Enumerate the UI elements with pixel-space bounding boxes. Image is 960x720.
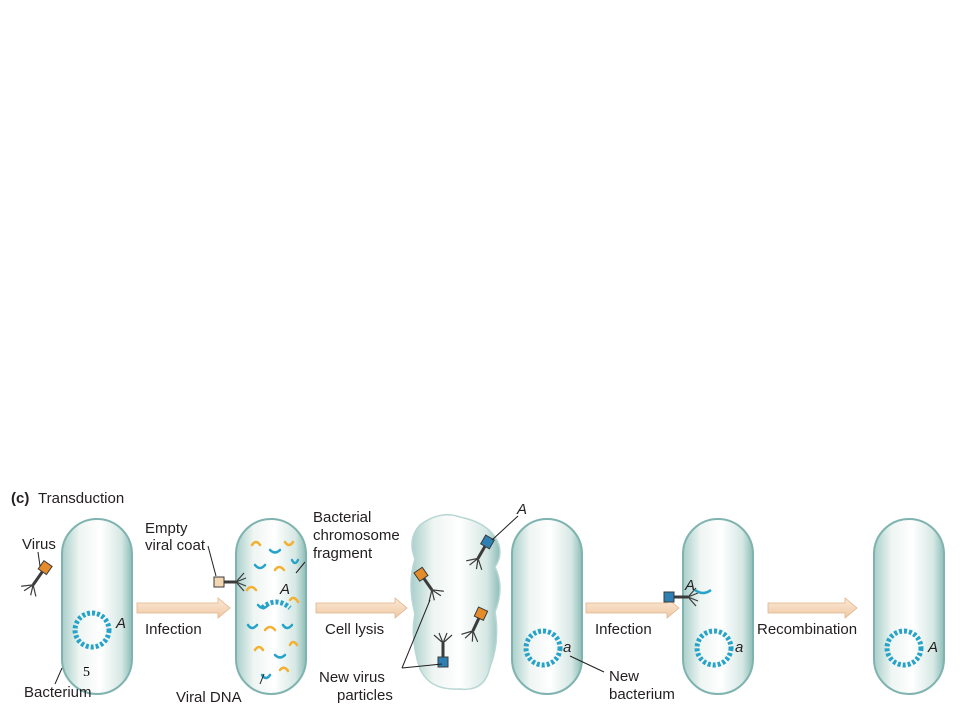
label-empty-coat-2: viral coat <box>145 537 206 554</box>
label-gene-A-cell5: A <box>685 577 696 594</box>
label-bact-frag-2: chromosome <box>313 527 400 544</box>
slide-number: 5 <box>83 665 90 680</box>
bacterium-cell-1 <box>61 518 133 695</box>
virus-icon-1 <box>21 559 53 597</box>
bacterial-chromosome-5 <box>694 628 734 668</box>
bacterial-chromosome-6 <box>884 628 924 668</box>
step-cell-lysis: Cell lysis <box>325 621 385 638</box>
transducing-virus-icon <box>663 587 699 607</box>
label-gene-A-cell1: A <box>116 615 127 632</box>
label-new-bact-2: bacterium <box>609 686 675 703</box>
label-bact-frag-1: Bacterial <box>313 509 372 526</box>
figure-title: Transduction <box>38 490 125 507</box>
label-gene-A-virus: A <box>517 501 528 518</box>
bacterium-cell-4 <box>511 518 583 695</box>
label-bacterium: Bacterium <box>24 684 92 701</box>
label-gene-A-cell2: A <box>280 581 291 598</box>
new-virus-particle-3 <box>461 606 489 643</box>
new-virus-particle-1 <box>466 534 496 571</box>
bacterium-cell-2 <box>235 518 307 695</box>
label-viral-dna: Viral DNA <box>176 689 242 706</box>
arrow-infection-1 <box>136 597 231 619</box>
label-new-virus-2: particles <box>337 687 393 704</box>
new-virus-particle-2 <box>413 566 444 602</box>
label-empty-coat-1: Empty <box>145 520 188 537</box>
new-virus-particle-4 <box>433 632 453 668</box>
chromosome-fragment-A <box>260 599 292 610</box>
label-bact-frag-3: fragment <box>313 545 373 562</box>
panel-letter: (c) <box>11 490 30 507</box>
bacterial-chromosome-4 <box>523 628 563 668</box>
bacterium-cell-5 <box>682 518 754 695</box>
label-gene-a-cell4: a <box>563 639 572 656</box>
label-new-virus-1: New virus <box>319 669 385 686</box>
label-gene-A-cell6: A <box>928 639 939 656</box>
arrow-recombination <box>767 597 858 619</box>
bacterial-chromosome-1 <box>72 610 112 650</box>
step-infection-1: Infection <box>145 621 202 638</box>
bacterium-cell-6 <box>873 518 945 695</box>
label-gene-a-cell5: a <box>735 639 744 656</box>
label-virus: Virus <box>22 536 56 553</box>
step-recombination: Recombination <box>757 621 858 638</box>
empty-viral-coat-icon <box>213 572 247 592</box>
arrow-cell-lysis <box>315 597 408 619</box>
step-infection-2: Infection <box>595 621 652 638</box>
label-new-bact-1: New <box>609 668 640 685</box>
